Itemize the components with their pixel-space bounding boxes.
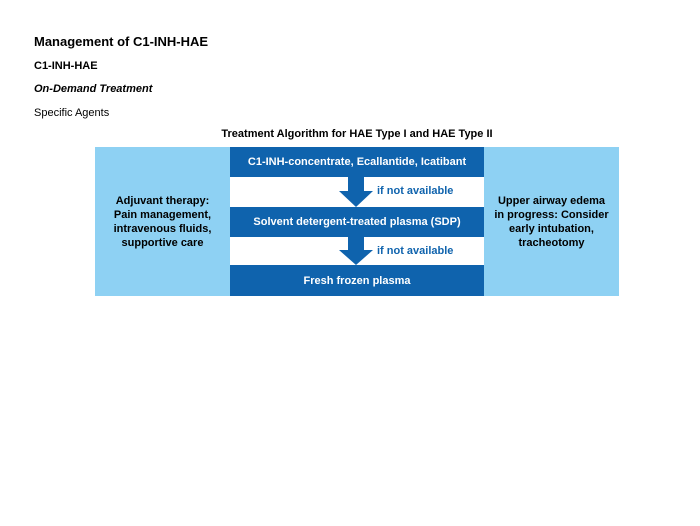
upper-airway-panel: Upper airway edema in progress: Consider…	[484, 147, 619, 296]
adjuvant-therapy-text: Adjuvant therapy: Pain management, intra…	[113, 194, 212, 249]
page-title: Management of C1-INH-HAE	[34, 34, 209, 49]
subsection-heading: Specific Agents	[34, 107, 110, 119]
step-1-label: C1-INH-concentrate, Ecallantide, Icatiba…	[247, 156, 467, 168]
adjuvant-therapy-panel: Adjuvant therapy: Pain management, intra…	[95, 147, 230, 296]
step-3-label: Fresh frozen plasma	[303, 274, 411, 287]
section-heading: On-Demand Treatment	[34, 83, 153, 95]
upper-airway-text: Upper airway edema in progress: Consider…	[494, 194, 609, 249]
down-arrow-icon	[339, 237, 373, 265]
step-3-box: Fresh frozen plasma	[230, 265, 484, 296]
algorithm-title: Treatment Algorithm for HAE Type I and H…	[221, 128, 493, 140]
down-arrow-icon	[339, 177, 373, 207]
step-2-label: Solvent detergent-treated plasma (SDP)	[253, 216, 461, 228]
connector-1-label: if not available	[377, 185, 454, 197]
step-1-box: C1-INH-concentrate, Ecallantide, Icatiba…	[230, 147, 484, 177]
page-subtitle: C1-INH-HAE	[34, 60, 98, 72]
treatment-algorithm-diagram: Adjuvant therapy: Pain management, intra…	[95, 147, 619, 296]
connector-2-label: if not available	[377, 245, 454, 257]
step-2-box: Solvent detergent-treated plasma (SDP)	[230, 207, 484, 237]
